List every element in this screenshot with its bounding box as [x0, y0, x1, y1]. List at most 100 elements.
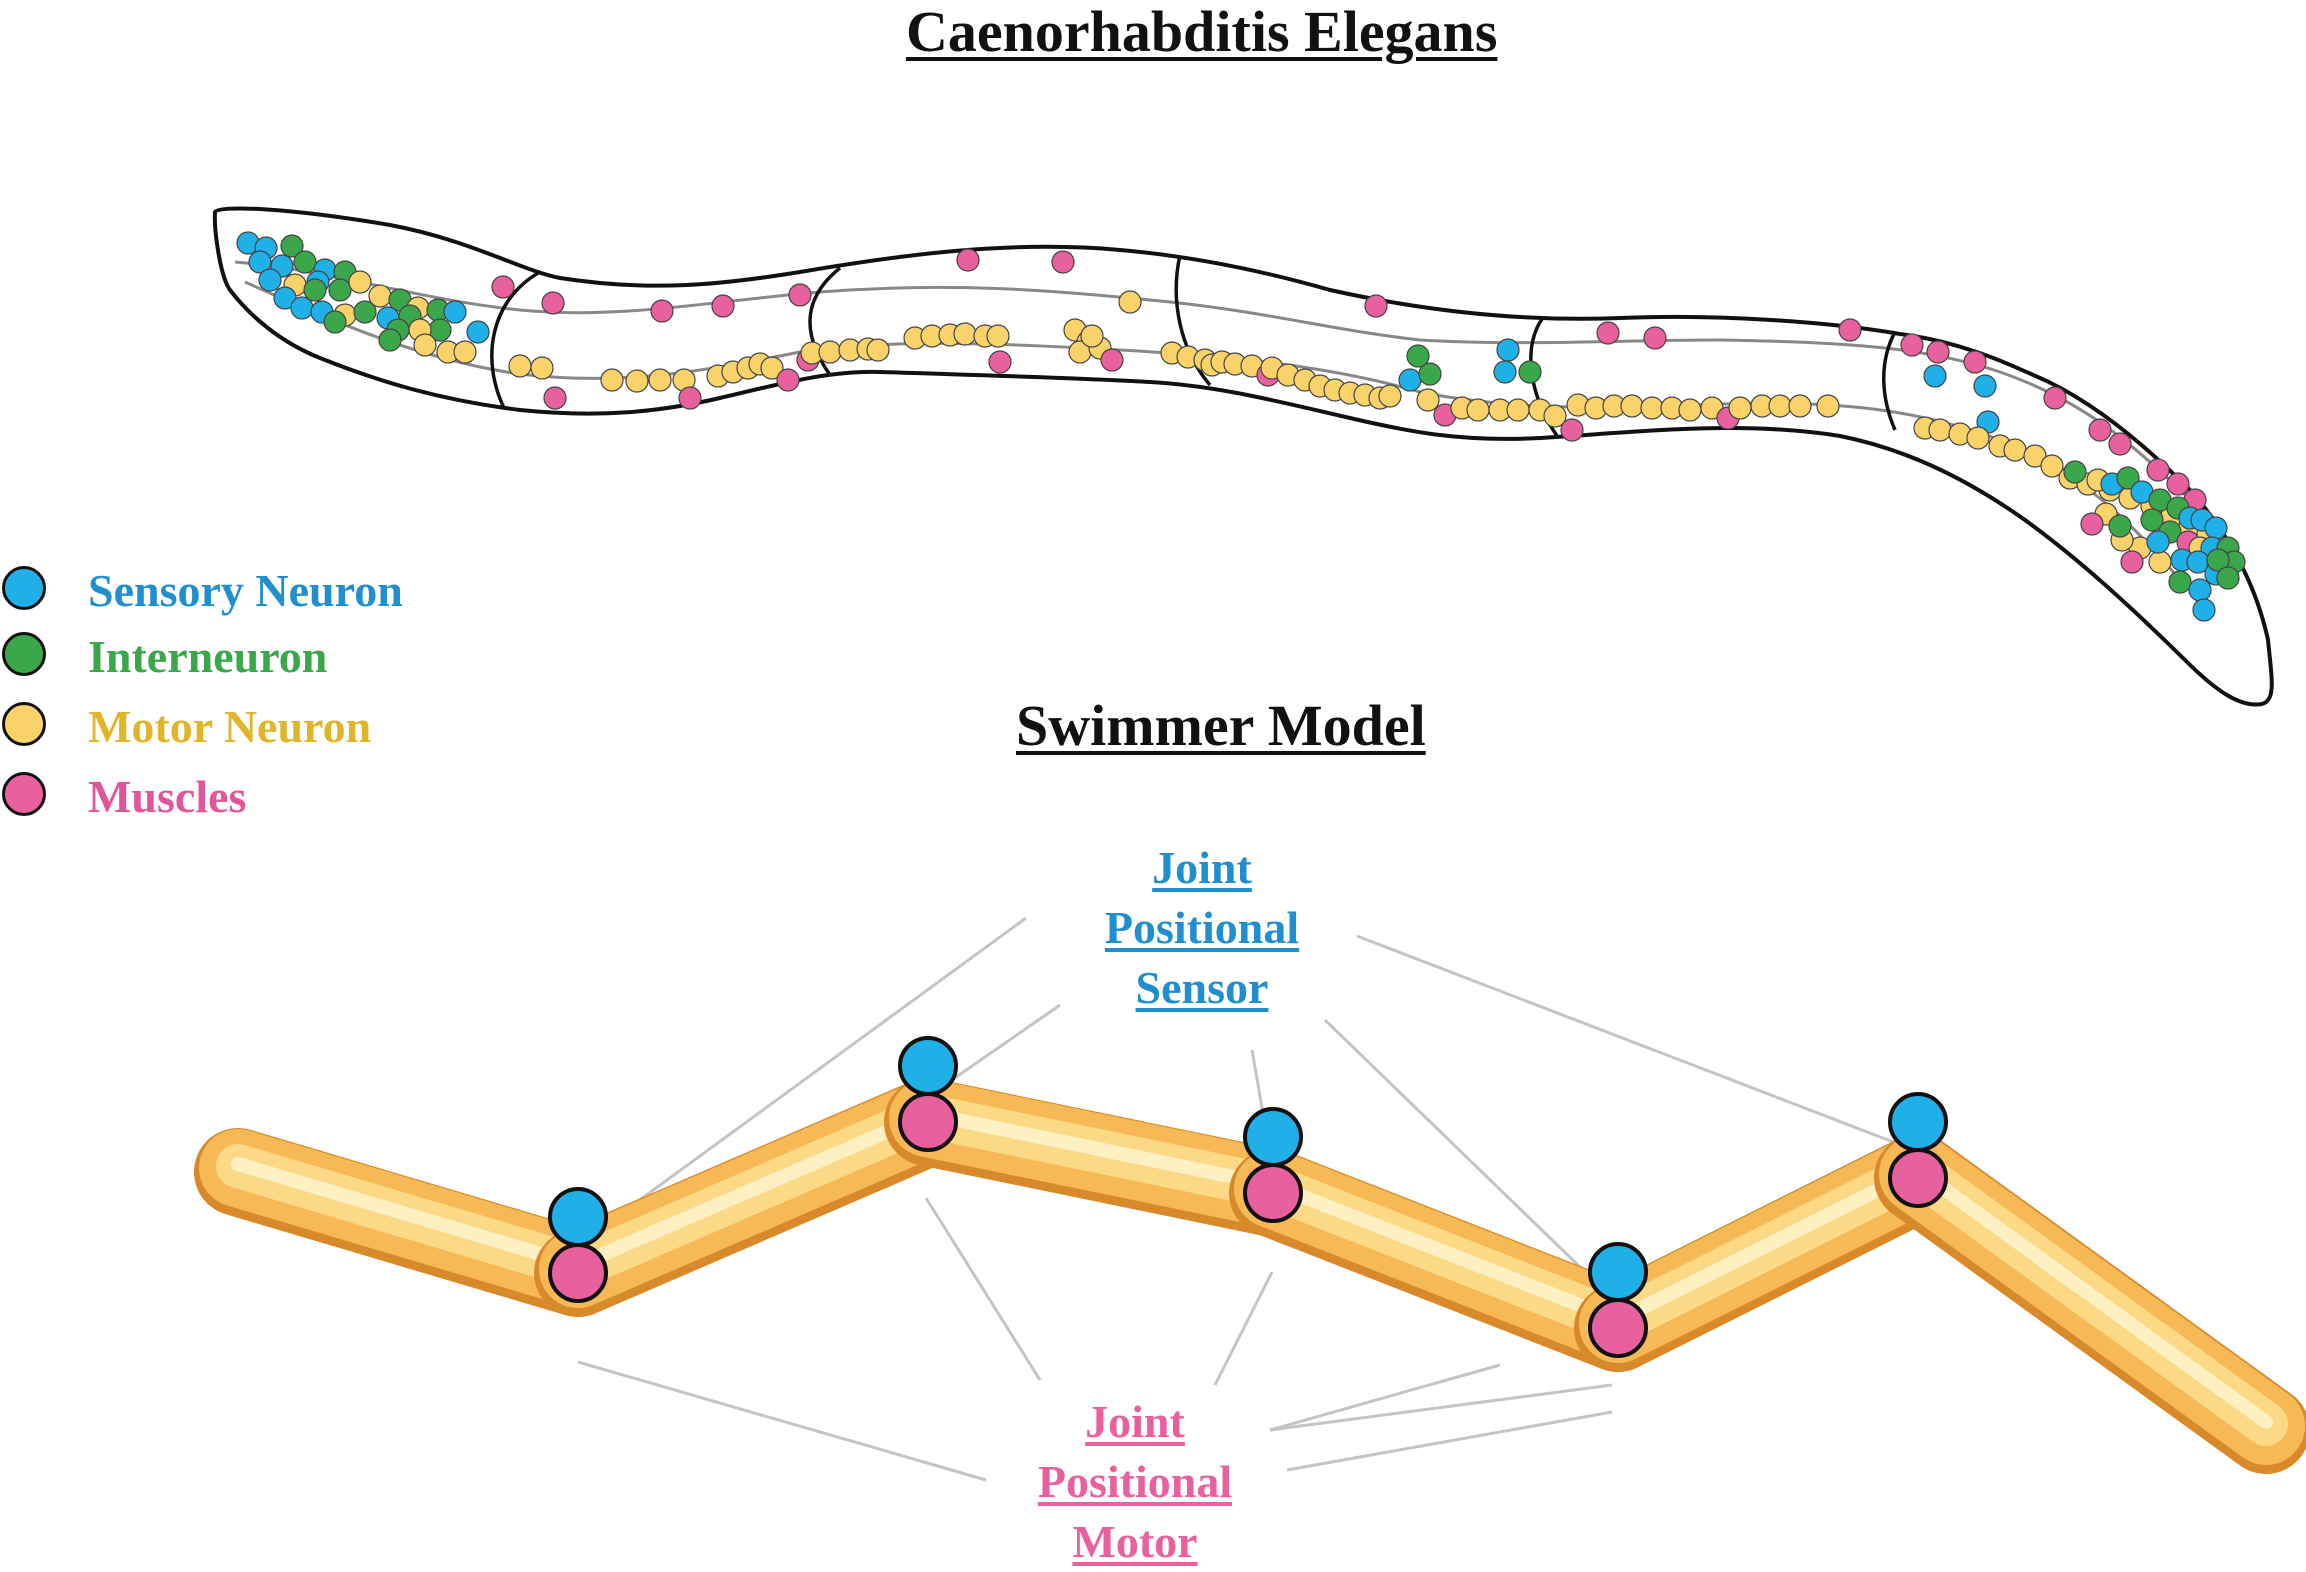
worm-cell-dot: [413, 333, 437, 357]
joint-motor-dot: [548, 1243, 608, 1303]
worm-cell-dot: [1378, 384, 1402, 408]
worm-cell-dot: [1518, 360, 1542, 384]
joint-sensor-dot: [898, 1036, 958, 1096]
worm-cell-dot: [1364, 294, 1388, 318]
motor-neuron-dot-icon: [2, 702, 46, 746]
worm-cell-dot: [2146, 530, 2170, 554]
swimmer-rod-sheen: [1611, 1163, 1925, 1327]
connector-line: [1269, 1363, 1501, 1432]
worm-cell-dot: [2216, 566, 2240, 590]
worm-cell-dot: [956, 248, 980, 272]
worm-cell-dot: [353, 300, 377, 324]
joint-motor-dot: [1588, 1298, 1648, 1358]
worm-cell-dot: [303, 278, 327, 302]
worm-cell-dot: [1080, 324, 1104, 348]
worm-cell-dot: [280, 234, 304, 258]
worm-cell-dot: [323, 310, 347, 334]
worm-segment-divider: [490, 270, 541, 411]
worm-cell-dot: [648, 368, 672, 392]
worm-cell-dot: [443, 300, 467, 324]
callout-sensor-line-3: Sensor: [1135, 962, 1269, 1013]
legend-label-muscles: Muscles: [88, 771, 247, 822]
title-swimmer-model: Swimmer Model: [1016, 693, 1426, 758]
worm-cell-dot: [1900, 333, 1924, 357]
worm-cell-dot: [466, 320, 490, 344]
worm-cell-dot: [788, 283, 812, 307]
worm-cell-dot: [625, 369, 649, 393]
connector-line: [577, 1360, 987, 1482]
worm-body-outline: [212, 206, 2274, 707]
joint-sensor-dot: [548, 1187, 608, 1247]
worm-cell-dot: [378, 328, 402, 352]
worm-cell-dot: [1973, 374, 1997, 398]
worm-cell-dot: [1596, 321, 1620, 345]
callout-joint-positional-sensor: Joint Positional Sensor: [1072, 838, 1332, 1018]
worm-cell-dot: [1418, 362, 1442, 386]
connector-line: [1323, 1018, 1614, 1300]
joint-sensor-dot: [1888, 1092, 1948, 1152]
worm-cell-dot: [2116, 466, 2140, 490]
worm-cell-dot: [2080, 512, 2104, 536]
joint-sensor-dot: [1243, 1107, 1303, 1167]
worm-cell-dot: [2146, 458, 2170, 482]
joint-motor-dot: [1243, 1163, 1303, 1223]
worm-cell-dot: [2140, 508, 2164, 532]
worm-cell-dot: [1118, 290, 1142, 314]
worm-cell-dot: [1100, 348, 1124, 372]
worm-cell-dot: [2063, 460, 2087, 484]
worm-cell-dot: [866, 338, 890, 362]
worm-cell-dot: [248, 250, 272, 274]
worm-cell-dot: [600, 368, 624, 392]
joint-motor-dot: [898, 1092, 958, 1152]
worm-cell-dot: [650, 299, 674, 323]
worm-cell-dot: [2088, 418, 2112, 442]
worm-cell-dot: [1643, 326, 1667, 350]
worm-cell-dot: [2168, 570, 2192, 594]
worm-cell-dot: [2108, 432, 2132, 456]
muscle-dot-icon: [2, 772, 46, 816]
worm-cell-dot: [1963, 350, 1987, 374]
connector-line: [577, 916, 1027, 1247]
worm-cell-dot: [258, 268, 282, 292]
worm-cell-dot: [678, 386, 702, 410]
worm-cell-dot: [1966, 426, 1990, 450]
worm-cell-dot: [988, 350, 1012, 374]
worm-cell-dot: [986, 324, 1010, 348]
legend-label-motor: Motor Neuron: [88, 701, 372, 752]
worm-cell-dot: [1493, 360, 1517, 384]
connector-line: [1269, 1383, 1613, 1432]
sensory-neuron-dot-icon: [2, 566, 46, 610]
worm-cell-dot: [2023, 444, 2047, 468]
interneuron-dot-icon: [2, 632, 46, 676]
worm-cell-dot: [348, 270, 372, 294]
worm-cell-dot: [1923, 364, 1947, 388]
worm-cell-dot: [1560, 418, 1584, 442]
worm-illustration: [212, 206, 2274, 707]
worm-cell-dot: [2040, 454, 2064, 478]
callout-motor-line-3: Motor: [1072, 1516, 1198, 1567]
worm-cell-dot: [1406, 344, 1430, 368]
worm-cell-dot: [2166, 472, 2190, 496]
worm-segment-divider: [808, 266, 842, 390]
callout-joint-positional-motor: Joint Positional Motor: [1005, 1392, 1265, 1572]
joint-sensor-dot: [1588, 1242, 1648, 1302]
worm-cell-dot: [1926, 340, 1950, 364]
worm-cell-dot: [1051, 250, 1075, 274]
callout-motor-line-1: Joint: [1085, 1396, 1185, 1447]
callout-sensor-line-2: Positional: [1104, 902, 1300, 953]
joint-motor-dot: [1888, 1148, 1948, 1208]
worm-cell-dot: [491, 275, 515, 299]
worm-cell-dot: [328, 278, 352, 302]
swimmer-rod-sheen: [571, 1107, 935, 1272]
connector-line: [924, 1197, 1042, 1381]
worm-cell-dot: [760, 356, 784, 380]
worm-cell-dot: [2108, 514, 2132, 538]
worm-cell-dot: [530, 356, 554, 380]
legend-label-inter: Interneuron: [88, 631, 328, 682]
worm-cell-dot: [1543, 404, 1567, 428]
worm-cell-dot: [293, 250, 317, 274]
worm-cell-dot: [453, 340, 477, 364]
connector-line: [1356, 934, 1915, 1152]
